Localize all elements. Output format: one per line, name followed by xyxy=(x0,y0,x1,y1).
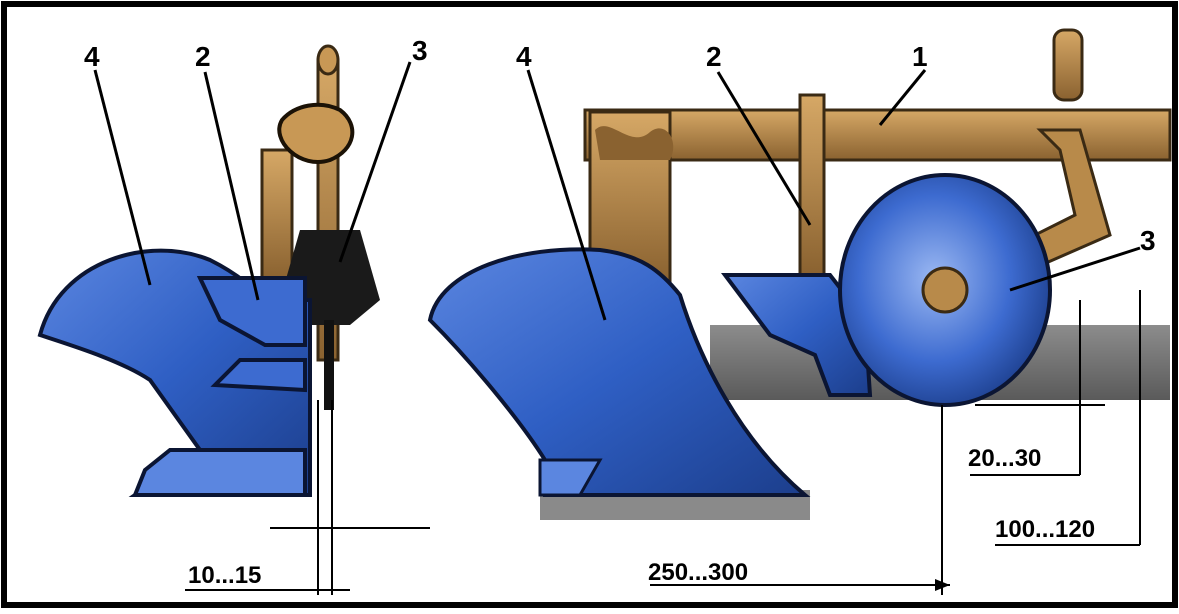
left-share-wing xyxy=(210,358,307,393)
right-disc-hub xyxy=(921,266,969,314)
right-dim-horizontal-label: 250...300 xyxy=(648,559,748,586)
left-leader-3 xyxy=(338,61,412,263)
right-callout-4: 4 xyxy=(516,41,532,72)
left-callout-4: 4 xyxy=(84,41,100,72)
right-skimmer xyxy=(721,273,873,397)
right-view: 4 2 1 3 250...300 20...30 100...120 xyxy=(427,28,1172,595)
left-callout-3: 3 xyxy=(412,35,428,66)
left-share-2 xyxy=(196,276,307,347)
left-view: 4 2 3 10...15 xyxy=(37,35,430,595)
right-dim-arrow xyxy=(935,579,950,591)
left-beam-post xyxy=(260,148,294,282)
right-coulter-stand xyxy=(798,93,826,277)
right-callout-3: 3 xyxy=(1140,225,1156,256)
left-clamp xyxy=(277,102,355,164)
right-dim-large-label: 100...120 xyxy=(995,516,1095,543)
right-callout-2: 2 xyxy=(706,41,722,72)
left-dim-label: 10...15 xyxy=(188,562,261,589)
right-share-tip xyxy=(538,458,603,497)
right-leader-1 xyxy=(878,69,927,126)
left-knife xyxy=(324,320,334,410)
right-dim-small-label: 20...30 xyxy=(968,445,1041,472)
right-leader-3 xyxy=(1009,246,1141,292)
left-leader-2 xyxy=(203,71,260,301)
right-leader-2 xyxy=(716,71,812,226)
left-rod-cap xyxy=(316,44,340,76)
right-pin xyxy=(1052,28,1084,102)
left-leader-4 xyxy=(93,69,152,286)
right-callout-1: 1 xyxy=(912,41,928,72)
right-bracket xyxy=(595,126,674,160)
left-share-lower xyxy=(132,448,307,497)
left-callout-2: 2 xyxy=(195,41,211,72)
right-leader-4 xyxy=(526,69,607,321)
right-mouldboard-4 xyxy=(427,247,811,497)
